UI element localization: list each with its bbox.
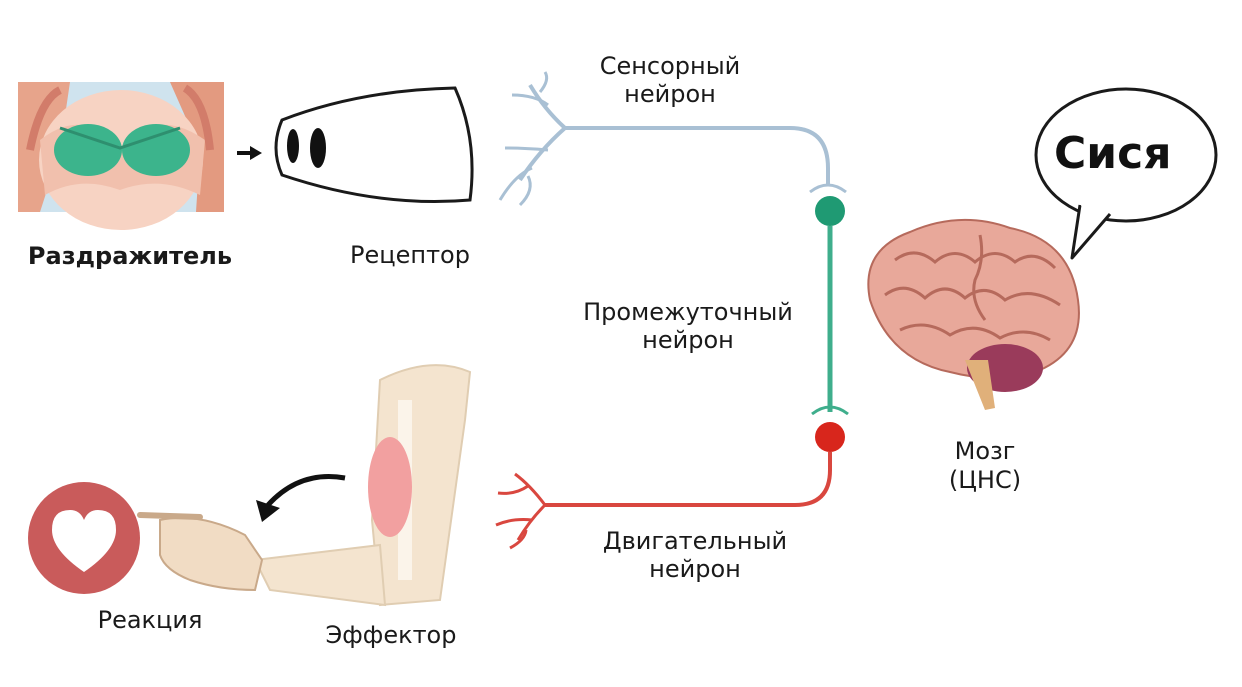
stimulus-label: Раздражитель [27, 242, 233, 270]
arm-effector-icon [137, 364, 472, 607]
effector-label: Эффектор [325, 621, 457, 649]
brain-label-line2: (ЦНС) [948, 466, 1022, 494]
arrow-right-icon [237, 146, 262, 160]
sensory-neuron-line [498, 71, 847, 207]
motor-neuron-line [495, 422, 845, 550]
interneuron-label-line1: Промежуточный [583, 298, 793, 326]
speech-bubble [1034, 87, 1218, 260]
motor-neuron-label-line2: нейрон [649, 555, 741, 583]
motor-neuron-label-line1: Двигательный [602, 527, 788, 555]
speech-bubble-text: Сися [1054, 128, 1172, 179]
stimulus-illustration-icon [18, 82, 224, 230]
curved-arrow-icon [256, 474, 346, 522]
brain-icon [867, 218, 1080, 410]
interneuron-label-line2: нейрон [642, 326, 734, 354]
receptor-cell-icon [274, 86, 474, 204]
sensory-neuron-label-line1: Сенсорный [599, 52, 741, 80]
receptor-label: Рецептор [350, 241, 470, 269]
brain-label-line1: Мозг [954, 437, 1016, 465]
interneuron-line [811, 196, 849, 416]
reaction-label: Реакция [97, 606, 203, 634]
heart-reaction-icon [28, 482, 140, 594]
sensory-neuron-label-line2: нейрон [624, 80, 716, 108]
